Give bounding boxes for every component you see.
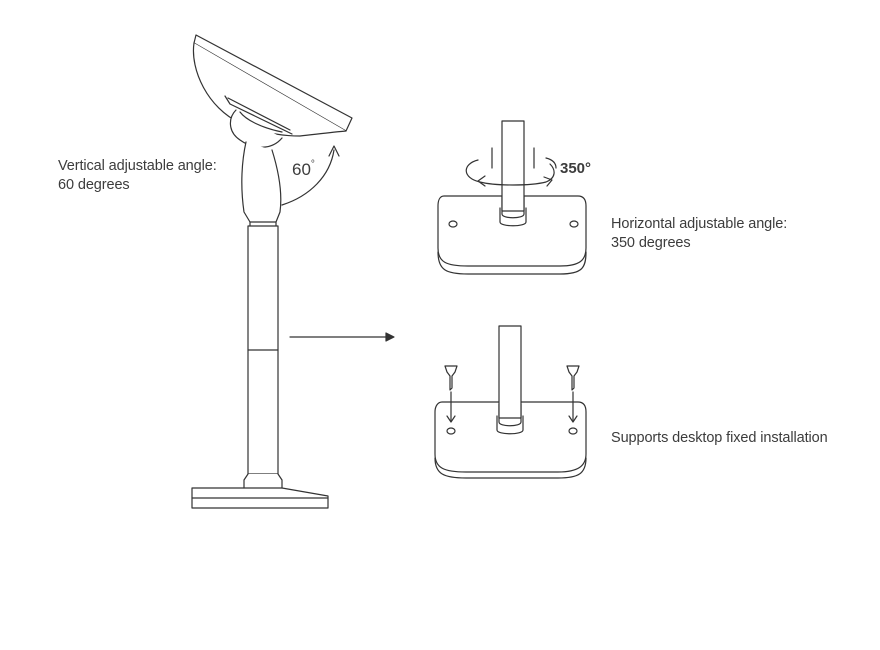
horizontal-angle-label: Horizontal adjustable angle: [611,216,788,232]
rotating-base [437,120,587,275]
rotation-angle-callout: 350° [560,160,592,177]
tilt-angle-callout: 60° [292,159,315,180]
vertical-angle-value: 60 degrees [58,177,130,193]
vertical-angle-label: Vertical adjustable angle: [58,158,217,174]
horizontal-angle-value: 350 degrees [611,235,691,251]
desktop-install-label: Supports desktop fixed installation [611,430,828,446]
screw-mount-base [434,325,587,479]
tilt-angle-value: 60 [292,160,311,179]
stand-drawing [191,34,353,509]
tilt-angle-unit: ° [310,159,315,170]
pointer-arrow [289,332,395,342]
tilt-arc-arrow [281,145,340,206]
